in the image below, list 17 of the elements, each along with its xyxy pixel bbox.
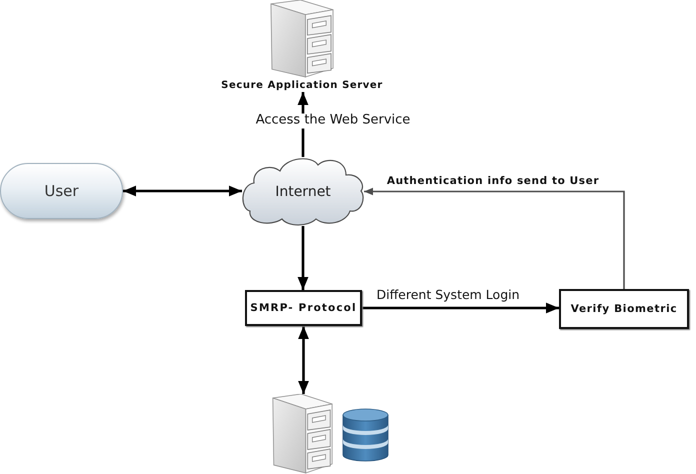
- double-arrow: [123, 186, 242, 196]
- node-label: User: [44, 182, 79, 200]
- terminal-pill: [0, 163, 123, 219]
- cloud-shape: [242, 157, 364, 226]
- node-label: Secure Application Server: [221, 80, 383, 91]
- process-box: [245, 290, 362, 326]
- node-label: Internet: [275, 184, 331, 200]
- server-icon: [270, 394, 334, 474]
- edge-label: Authentication info send to User: [384, 174, 602, 188]
- node-label: SMRP- Protocol: [250, 302, 357, 314]
- arrow: [364, 188, 625, 289]
- arrow: [298, 226, 308, 290]
- edge-label: Access the Web Service: [254, 114, 412, 128]
- double-arrow: [298, 326, 309, 394]
- node-label: Verify Biometric: [570, 303, 678, 315]
- arrow: [362, 302, 559, 314]
- process-box: [559, 289, 689, 329]
